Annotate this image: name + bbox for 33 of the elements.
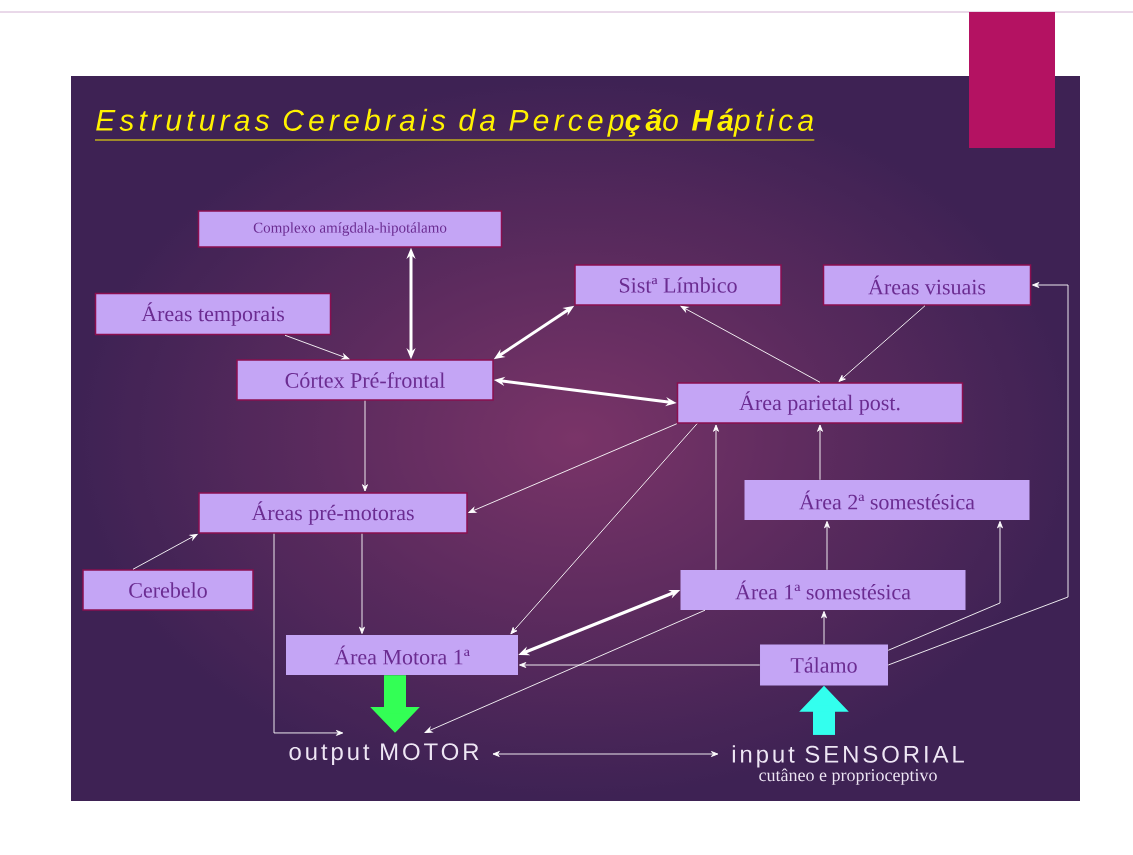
arrow: [821, 611, 827, 645]
text-box: Cerebelo: [82, 569, 254, 611]
text-box: Complexo amígdala-hipotálamo: [197, 210, 503, 248]
arrow: [887, 521, 1003, 651]
text-box: Tálamo: [760, 644, 888, 686]
text-box: Área 1ª somestésica: [680, 570, 966, 610]
arrow: [362, 400, 368, 492]
arrow: [817, 424, 823, 481]
arrow: [492, 751, 719, 757]
arrow: [680, 305, 821, 383]
text-box: Área 2ª somestésica: [744, 480, 1030, 520]
arrow: [132, 533, 198, 570]
label-text: input SENSORIAL cutâneo e proprioceptivo: [732, 745, 964, 785]
arrow: [713, 424, 719, 571]
text-box: Área Motora 1ª: [286, 635, 518, 675]
text-box: Área parietal post.: [676, 382, 964, 424]
arrow: [359, 533, 365, 635]
text-box: Córtex Pré-frontal: [236, 359, 494, 401]
arrow: [424, 609, 706, 733]
label-text: output MOTOR: [289, 743, 479, 765]
text-box: Sistª Límbico: [574, 264, 782, 306]
arrow: [468, 423, 678, 513]
title: Estruturas Cerebrais da Percepção Háptica: [96, 108, 814, 137]
arrow: [519, 662, 761, 668]
arrow: [887, 282, 1069, 666]
arrow: [284, 334, 350, 360]
text-box: Áreas visuais: [822, 264, 1032, 306]
arrow: [824, 521, 830, 571]
arrow: [510, 423, 698, 635]
text-box: Áreas temporais: [94, 292, 332, 336]
text-box: Áreas pré-motoras: [198, 492, 468, 534]
arrow: [273, 533, 344, 736]
arrow: [838, 305, 926, 382]
